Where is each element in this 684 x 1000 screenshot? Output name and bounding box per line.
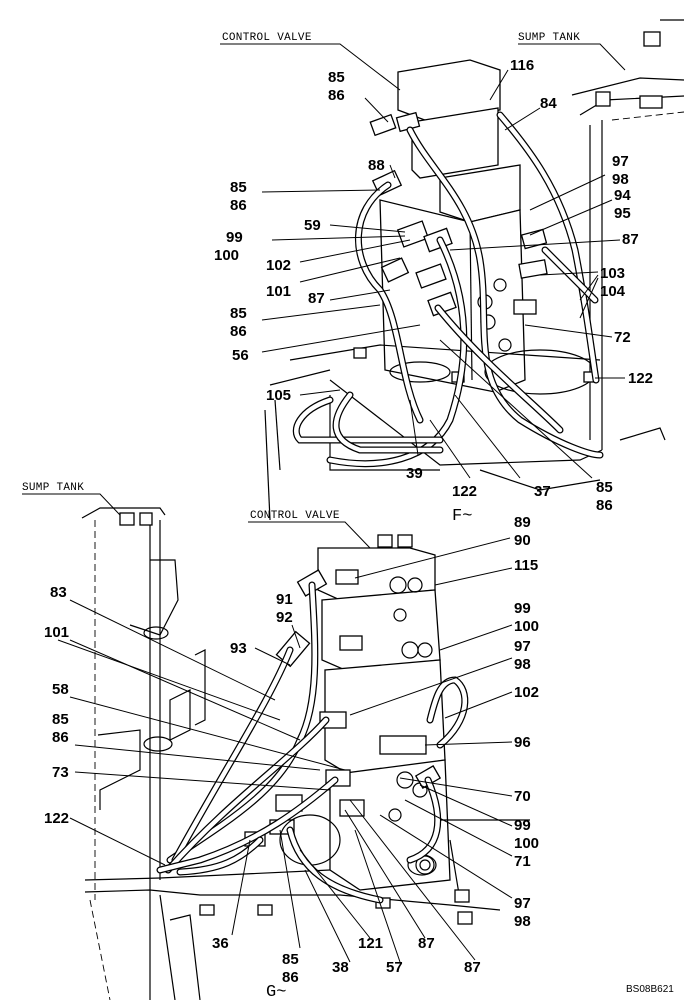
callout: 103 — [600, 265, 625, 282]
callout: 100 — [214, 247, 239, 264]
callout: 89 — [514, 514, 531, 531]
callout: 86 — [230, 323, 247, 340]
callout: 37 — [534, 483, 551, 500]
callout: 95 — [614, 205, 631, 222]
callout: 39 — [406, 465, 423, 482]
leader-lines — [22, 43, 626, 963]
callout: 83 — [50, 584, 67, 601]
callout: 88 — [368, 157, 385, 174]
callout: 59 — [304, 217, 321, 234]
callout: 73 — [52, 764, 69, 781]
callout: 57 — [386, 959, 403, 976]
view-label-f: F~ — [452, 507, 472, 526]
callout: 85 — [282, 951, 299, 968]
callout: 115 — [514, 557, 538, 574]
view-label-g: G~ — [266, 983, 286, 1000]
bottom-view-hoses — [156, 581, 469, 904]
callout: 101 — [266, 283, 291, 300]
callout: 92 — [276, 609, 293, 626]
top-view-callouts: 85 86 116 84 88 97 98 85 86 94 95 59 99 … — [214, 57, 653, 514]
callout: 87 — [418, 935, 435, 952]
callout: 58 — [52, 681, 69, 698]
callout: 97 — [612, 153, 629, 170]
callout: 70 — [514, 788, 531, 805]
bottom-view-callouts: 89 90 115 83 91 92 99 100 101 93 97 98 5… — [44, 514, 539, 986]
callout: 85 — [230, 179, 247, 196]
callout: 93 — [230, 640, 247, 657]
callout: 86 — [230, 197, 247, 214]
callout: 87 — [308, 290, 325, 307]
callout: 56 — [232, 347, 249, 364]
callout: 99 — [514, 600, 531, 617]
callout: 97 — [514, 638, 531, 655]
callout: 87 — [622, 231, 639, 248]
callout: 98 — [612, 171, 629, 188]
callout: 87 — [464, 959, 481, 976]
callout: 97 — [514, 895, 531, 912]
caption-sump-tank-top: SUMP TANK — [518, 32, 580, 44]
callout: 122 — [628, 370, 653, 387]
callout: 84 — [540, 95, 557, 112]
top-view-hoses — [292, 111, 604, 468]
captions: CONTROL VALVE SUMP TANK SUMP TANK CONTRO… — [22, 32, 674, 1000]
caption-control-valve-bottom: CONTROL VALVE — [250, 510, 340, 522]
callout: 98 — [514, 656, 531, 673]
callout: 86 — [596, 497, 613, 514]
callout: 102 — [266, 257, 291, 274]
callout: 71 — [514, 853, 531, 870]
callout: 101 — [44, 624, 69, 641]
callout: 91 — [276, 591, 293, 608]
bottom-view-artwork — [81, 507, 530, 1000]
drawing-code: BS08B621 — [626, 984, 674, 995]
callout: 105 — [266, 387, 291, 404]
callout: 85 — [596, 479, 613, 496]
callout: 116 — [510, 57, 534, 74]
callout: 86 — [328, 87, 345, 104]
callout: 85 — [230, 305, 247, 322]
callout: 122 — [452, 483, 477, 500]
callout: 86 — [282, 969, 299, 986]
callout: 86 — [52, 729, 69, 746]
callout: 100 — [514, 835, 539, 852]
callout: 36 — [212, 935, 229, 952]
callout: 102 — [514, 684, 539, 701]
caption-sump-tank-bottom: SUMP TANK — [22, 482, 84, 494]
callout: 85 — [52, 711, 69, 728]
caption-control-valve-top: CONTROL VALVE — [222, 32, 312, 44]
callout: 94 — [614, 187, 631, 204]
callout: 100 — [514, 618, 539, 635]
callout: 99 — [226, 229, 243, 246]
callout: 38 — [332, 959, 349, 976]
callout: 72 — [614, 329, 631, 346]
callout: 85 — [328, 69, 345, 86]
callout: 98 — [514, 913, 531, 930]
callout: 104 — [600, 283, 626, 300]
callout: 99 — [514, 817, 531, 834]
callout: 121 — [358, 935, 383, 952]
callout: 96 — [514, 734, 531, 751]
callout: 122 — [44, 810, 69, 827]
callout: 90 — [514, 532, 531, 549]
